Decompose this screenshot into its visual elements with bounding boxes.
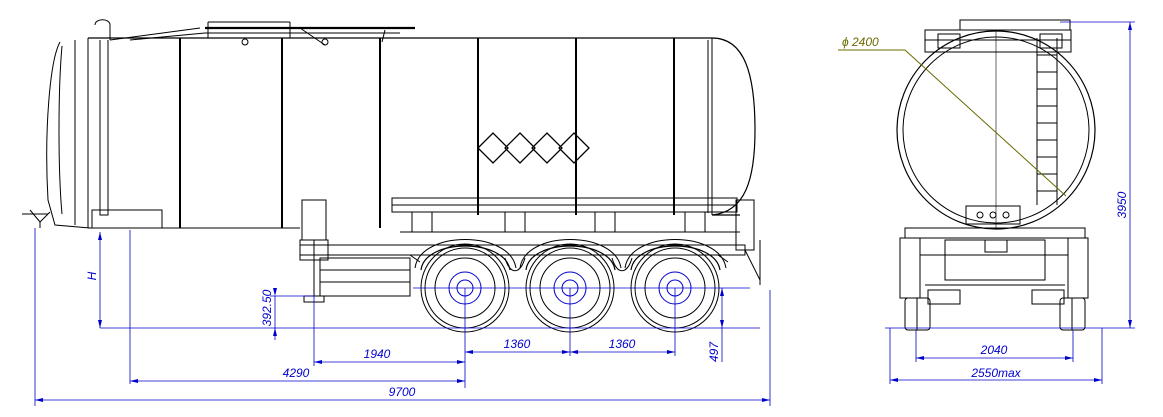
dim-overall-height: 3950: [1115, 191, 1129, 218]
rear-ladder: [1036, 38, 1058, 205]
rear-valve-panel: [965, 205, 1021, 225]
wheel-1: [414, 239, 517, 333]
dimension-labels: 9700 4290 1940 1360 1360 2040 2550max ϕ …: [85, 35, 1129, 399]
diameter-leader: [838, 49, 1067, 197]
side-view: [22, 19, 761, 333]
side-rail: [391, 197, 761, 285]
rear-chassis: [899, 227, 1089, 305]
tank-body: [22, 19, 756, 229]
dim-overall-length: 9700: [389, 385, 416, 399]
top-fittings: [924, 19, 1072, 53]
dim-axle-spacing-1: 1360: [504, 337, 531, 351]
rear-wheels: [904, 297, 1086, 331]
dim-kingpin-height: 392.50: [260, 289, 274, 326]
dim-kingpin-to-axle: 4290: [283, 366, 310, 380]
wheel-3: [624, 239, 727, 333]
dim-axle-spacing-2: 1360: [609, 337, 636, 351]
dimension-lines: [34, 21, 1135, 406]
hazard-diamonds: [477, 132, 590, 164]
front-view: [896, 19, 1096, 331]
wheel-2: [519, 239, 622, 333]
dim-overall-width: 2550max: [970, 366, 1021, 380]
tank-end: [896, 30, 1096, 230]
top-catwalk: [109, 21, 415, 46]
dim-track-width: 2040: [980, 343, 1008, 357]
suspension: [409, 254, 729, 272]
dim-legs-to-axle: 1940: [364, 347, 391, 361]
dim-tank-diameter: ϕ 2400: [842, 35, 879, 49]
dim-axle-height: 497: [707, 341, 721, 362]
dim-height-h: H: [85, 271, 99, 280]
chassis-frame: [299, 199, 746, 303]
